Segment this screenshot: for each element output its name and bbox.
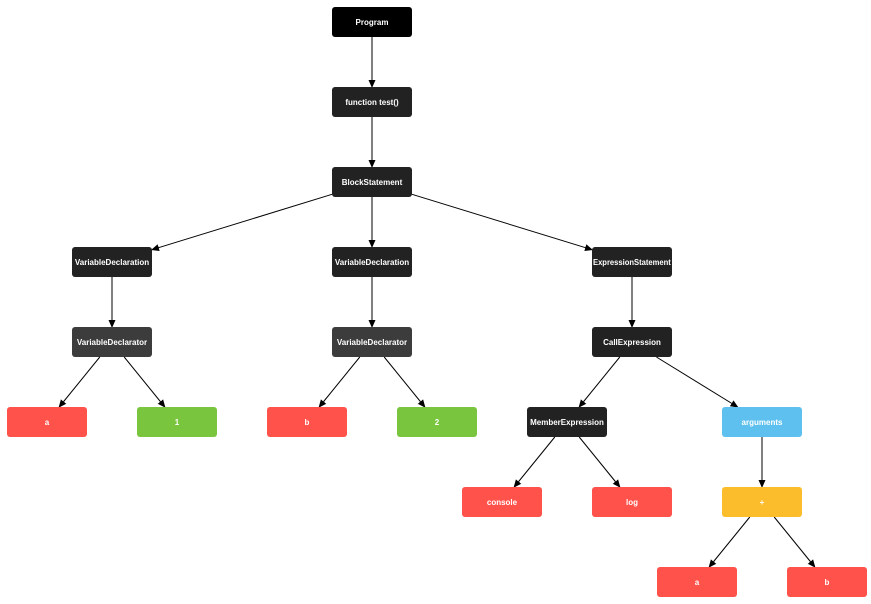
edge-call_expr-to-member_expr [578,356,621,408]
node-argument-a: a [657,567,737,597]
node-literal-1: 1 [137,407,217,437]
node-block-statement: BlockStatement [332,167,412,197]
node-arguments: arguments [722,407,802,437]
edge-plus-to-arg_b [773,516,816,568]
edge-block-to-var_decl_1 [151,193,333,251]
node-function-test: function test() [332,87,412,117]
edge-block-to-expr_stmt [411,193,593,251]
node-variable-declarator-2: VariableDeclarator [332,327,412,357]
node-binary-plus: + [722,487,802,517]
node-variable-declaration-1: VariableDeclaration [72,247,152,277]
edge-plus-to-arg_a [708,516,751,568]
node-argument-b: b [787,567,867,597]
node-identifier-b: b [267,407,347,437]
node-program: Program [332,7,412,37]
node-identifier-log: log [592,487,672,517]
edge-var_declarator_1-to-id_a [58,356,101,408]
edge-var_declarator_2-to-id_b [318,356,361,408]
edge-var_declarator_1-to-lit_1 [123,356,166,408]
node-variable-declaration-2: VariableDeclaration [332,247,412,277]
edge-call_expr-to-arguments [656,356,739,408]
node-identifier-console: console [462,487,542,517]
node-call-expression: CallExpression [592,327,672,357]
node-identifier-a: a [7,407,87,437]
node-literal-2: 2 [397,407,477,437]
edge-member_expr-to-log [578,436,621,488]
edge-member_expr-to-console [513,436,556,488]
node-expression-statement: ExpressionStatement [592,247,672,277]
edge-var_declarator_2-to-lit_2 [383,356,426,408]
node-variable-declarator-1: VariableDeclarator [72,327,152,357]
node-member-expression: MemberExpression [527,407,607,437]
